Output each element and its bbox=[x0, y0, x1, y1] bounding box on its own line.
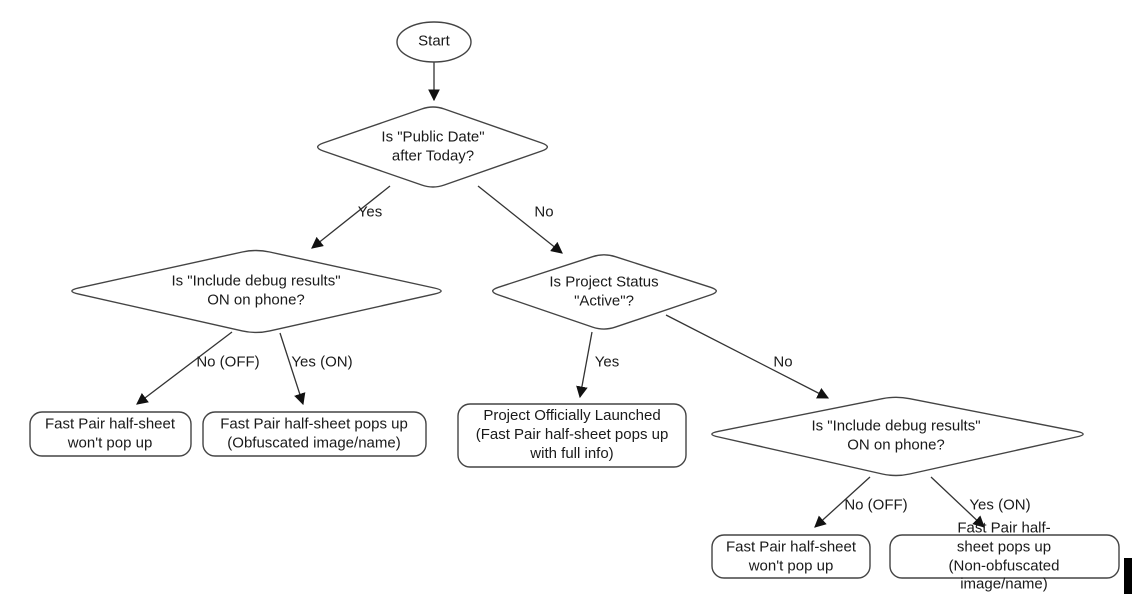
non-obfuscated-popup-box-label: Fast Pair half-sheet pops up (Non-obfusc… bbox=[948, 519, 1060, 593]
project-status-decision-shape bbox=[492, 254, 718, 330]
edge-project-status-yes bbox=[576, 331, 593, 399]
edge-label-public-date-yes: Yes bbox=[357, 203, 383, 221]
edge-public-date-yes bbox=[311, 185, 391, 249]
start-node-label: Start bbox=[418, 32, 450, 50]
non-obfuscated-popup-box-shape bbox=[889, 534, 1120, 579]
edge-label-project-status-no: No bbox=[773, 353, 793, 371]
start-node-shape bbox=[396, 21, 472, 63]
debug-left-decision-shape bbox=[71, 249, 442, 334]
edge-public-date-no bbox=[477, 185, 563, 254]
edge-debug-left-no-off bbox=[136, 331, 233, 405]
obfuscated-popup-box-shape bbox=[202, 411, 427, 457]
edge-label-debug-left-no-off: No (OFF) bbox=[196, 353, 260, 371]
edge-label-public-date-no: No bbox=[534, 203, 554, 221]
public-date-decision-label: Is "Public Date" after Today? bbox=[381, 128, 485, 164]
no-popup-right-box-shape bbox=[711, 534, 871, 579]
debug-right-decision-label: Is "Include debug results" ON on phone? bbox=[811, 417, 981, 453]
caret-bar-artifact bbox=[1124, 558, 1132, 594]
launched-box-shape bbox=[457, 403, 687, 468]
debug-left-decision-label: Is "Include debug results" ON on phone? bbox=[171, 272, 341, 308]
launched-box-label: Project Officially Launched (Fast Pair h… bbox=[475, 406, 669, 462]
edge-debug-left-yes-on bbox=[279, 332, 306, 406]
edge-label-project-status-yes: Yes bbox=[594, 353, 620, 371]
edge-label-debug-right-no-off: No (OFF) bbox=[844, 496, 908, 514]
no-popup-right-box-label: Fast Pair half-sheet won't pop up bbox=[725, 538, 857, 574]
edge-label-debug-left-yes-on: Yes (ON) bbox=[291, 353, 353, 371]
edge-label-debug-right-yes-on: Yes (ON) bbox=[969, 496, 1031, 514]
edge-debug-right-yes-on bbox=[930, 476, 985, 528]
public-date-decision-shape bbox=[316, 106, 549, 188]
debug-right-decision-shape bbox=[711, 396, 1084, 477]
project-status-decision-label: Is Project Status "Active"? bbox=[549, 273, 659, 309]
no-popup-left-box-shape bbox=[29, 411, 192, 457]
no-popup-left-box-label: Fast Pair half-sheet won't pop up bbox=[44, 415, 176, 451]
obfuscated-popup-box-label: Fast Pair half-sheet pops up (Obfuscated… bbox=[220, 415, 408, 451]
edge-debug-right-no-off bbox=[814, 476, 871, 528]
edge-project-status-no bbox=[665, 314, 830, 399]
